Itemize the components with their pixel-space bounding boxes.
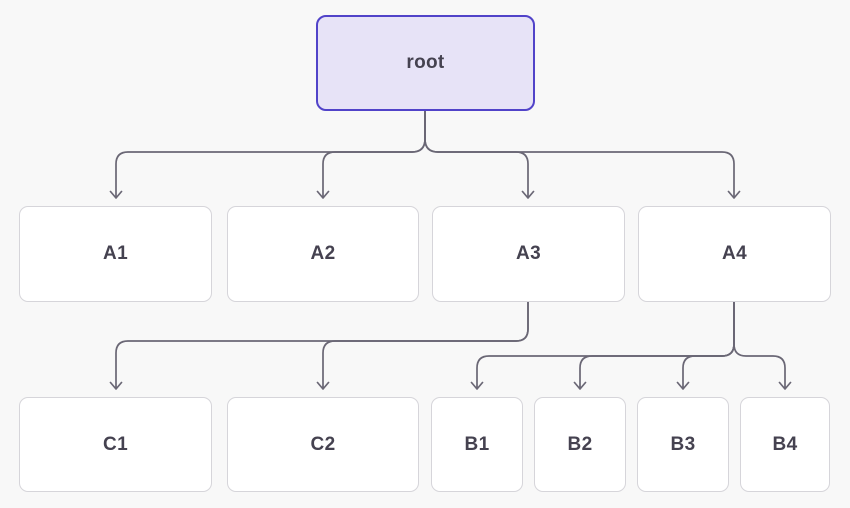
node-a4-label: A4 [722,243,747,264]
node-b2-label: B2 [567,433,593,455]
node-root[interactable]: root [316,15,535,111]
node-a2-label: A2 [310,243,336,264]
edge-a3-c1 [109,301,529,390]
edge-root-a4 [424,110,741,199]
node-root-label: root [406,52,445,73]
node-b4[interactable]: B4 [740,397,830,492]
node-b3[interactable]: B3 [637,397,729,492]
node-b3-label: B3 [670,433,696,455]
node-a3[interactable]: A3 [432,206,625,302]
node-b4-label: B4 [772,433,798,455]
node-b1[interactable]: B1 [431,397,523,492]
edge-a4-b2 [573,301,735,390]
node-b1-label: B1 [464,433,490,455]
node-a1[interactable]: A1 [19,206,212,302]
edge-root-a1 [109,110,426,199]
node-c2-label: C2 [310,433,336,455]
edge-a3-c2 [316,301,529,390]
edge-a4-b4 [733,301,792,390]
edge-a4-b3 [676,301,735,390]
node-c1[interactable]: C1 [19,397,212,492]
node-c2[interactable]: C2 [227,397,419,492]
edge-root-a3 [424,110,535,199]
node-a3-label: A3 [516,243,541,264]
node-c1-label: C1 [103,433,128,455]
node-a2[interactable]: A2 [227,206,419,302]
node-a1-label: A1 [103,243,128,264]
node-a4[interactable]: A4 [638,206,831,302]
edge-root-a2 [316,110,426,199]
edge-a4-b1 [470,301,735,390]
node-b2[interactable]: B2 [534,397,626,492]
